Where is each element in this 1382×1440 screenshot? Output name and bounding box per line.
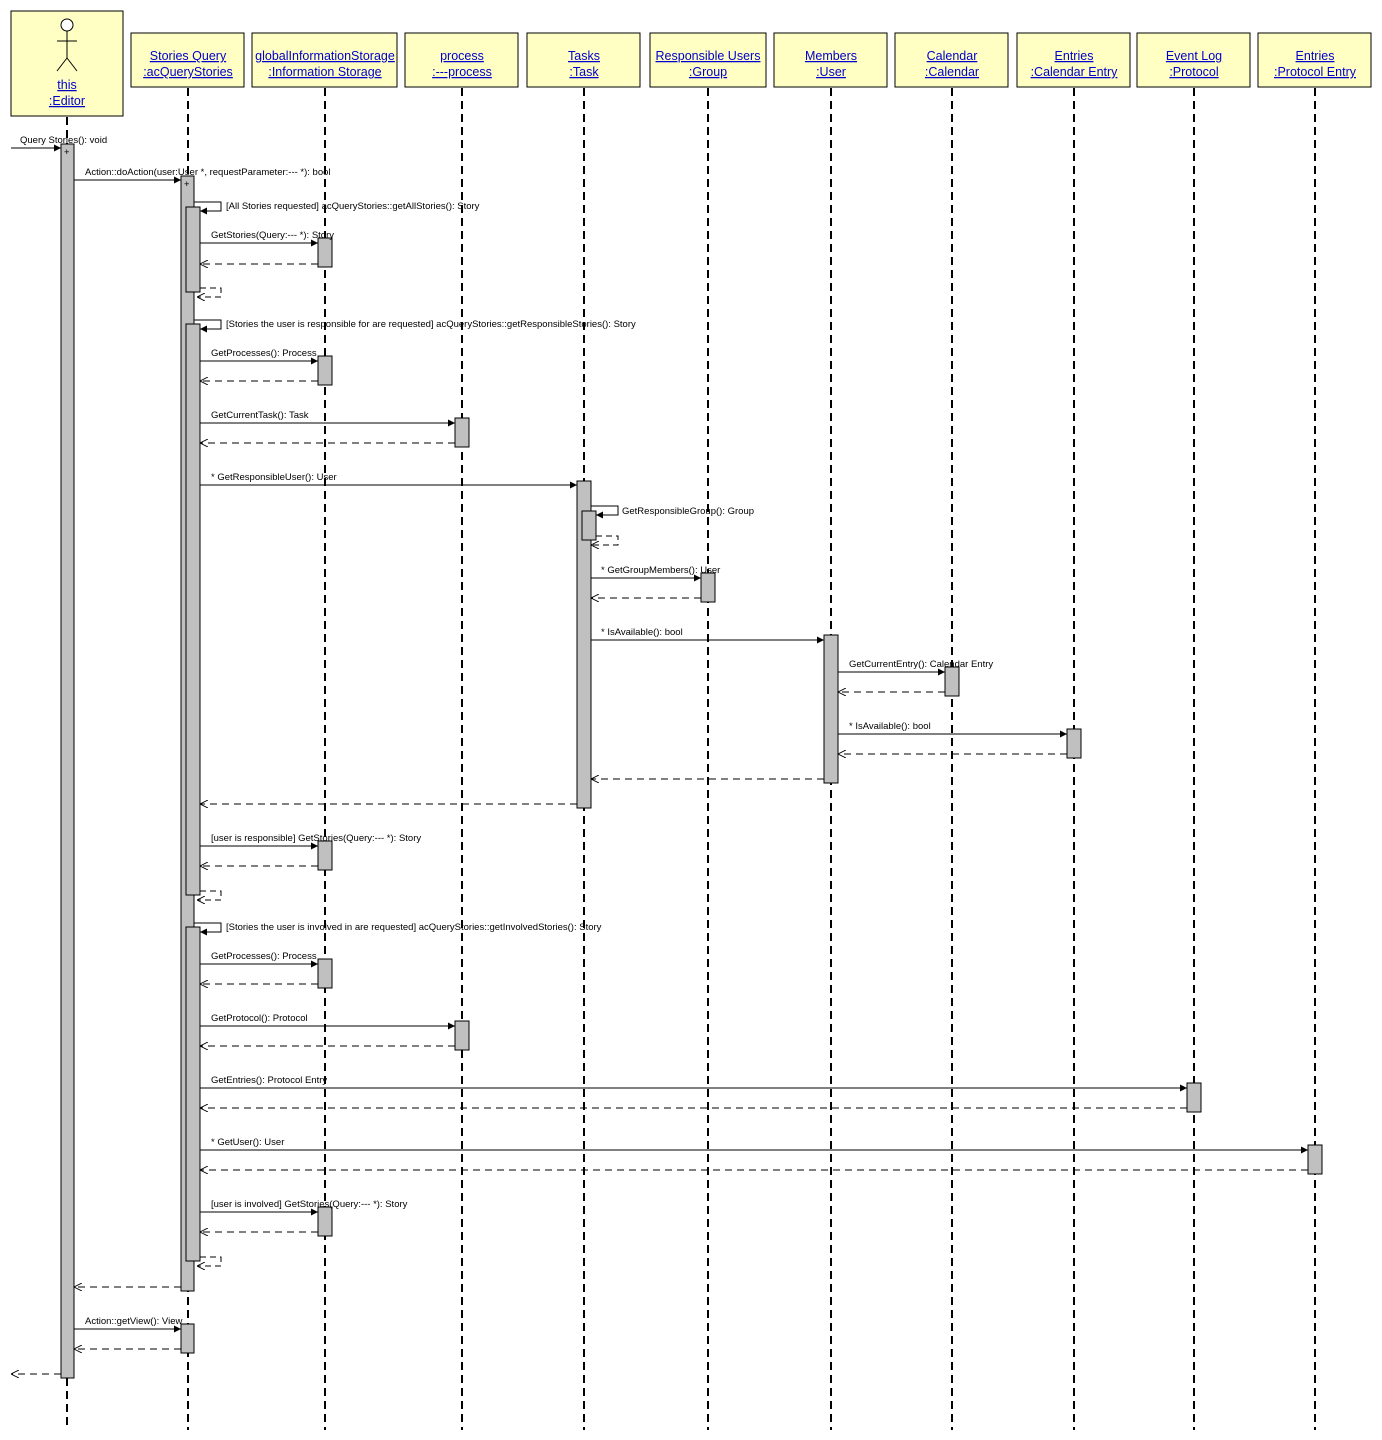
self-message-arrow [194,922,222,936]
activation-gis-5 [317,1206,333,1237]
message-label: [Stories the user is responsible for are… [226,319,636,330]
activation-actor [60,143,75,1379]
lifeline-name: process [440,49,484,63]
self-return-arrow [591,535,619,545]
self-return-arrow [197,890,222,900]
lifeline-header-cal: Calendar :Calendar [894,32,1009,88]
message-label: GetCurrentTask(): Task [211,410,309,421]
activation-proc-1 [454,417,470,448]
activation-sq-all [185,206,201,293]
lifeline-lines [66,88,1316,1430]
actor-type: :Editor [49,94,85,108]
activation-gis-1 [317,237,333,268]
activation-pe [1307,1144,1323,1175]
activation-el [1186,1082,1202,1113]
lifeline-name: Members [805,49,857,63]
lifeline-type: :Calendar [925,65,979,79]
lifeline-header-tasks: Tasks :Task [526,32,641,88]
self-message-arrow [194,319,222,333]
message-label: [user is responsible] GetStories(Query:-… [211,833,421,844]
lifeline-headers: Stories Query :acQueryStories globalInfo… [130,32,1372,88]
messages: Query Stories(): void Action::doAction(u… [11,135,1308,1374]
activation-sq-inv [185,926,201,1262]
lifeline-header-ru: Responsible Users :Group [649,32,767,88]
lifeline-type: :Group [689,65,727,79]
activation-tasks-group [581,510,597,541]
activation-sq-view [180,1323,195,1354]
activation-cal [944,666,960,697]
activation-ce [1066,728,1082,759]
lifeline-type: :acQueryStories [143,65,233,79]
self-message-arrow [591,505,619,519]
plus-marker-actor: + [64,147,70,158]
lifeline-type: :Protocol Entry [1274,65,1357,79]
lifeline-type: :Protocol [1169,65,1218,79]
lifeline-type: :---process [432,65,492,79]
message-label: * GetGroupMembers(): User [601,565,720,576]
activation-proc-2 [454,1020,470,1051]
plus-marker-sq: + [184,179,190,190]
self-message-arrow [194,201,222,215]
message-label: GetStories(Query:--- *): Story [211,230,334,241]
message-label: Action::getView(): View [85,1316,182,1327]
lifeline-header-mem: Members :User [773,32,888,88]
message-label: GetProcesses(): Process [211,348,317,359]
message-label: GetProtocol(): Protocol [211,1013,308,1024]
activation-gis-4 [317,958,333,989]
message-label: [user is involved] GetStories(Query:--- … [211,1199,408,1210]
message-label: Query Stories(): void [20,135,107,146]
message-label: GetProcesses(): Process [211,951,317,962]
lifeline-header-pe: Entries :Protocol Entry [1257,32,1372,88]
activation-tasks-main [576,480,592,809]
lifeline-type: :User [816,65,846,79]
activation-mem [823,634,839,784]
message-label: [Stories the user is involved in are req… [226,922,602,933]
lifeline-name: Event Log [1166,49,1222,63]
lifeline-name: Stories Query [150,49,227,63]
lifeline-header-gis: globalInformationStorage :Information St… [251,32,398,88]
actor-header: this :Editor [10,10,124,117]
activation-bars [60,143,1323,1379]
message-label: * IsAvailable(): bool [601,627,683,638]
message-label: Action::doAction(user:User *, requestPar… [85,167,331,178]
activation-gis-2 [317,355,333,386]
lifeline-header-sq: Stories Query :acQueryStories [130,32,245,88]
lifeline-name: Calendar [927,49,978,63]
lifeline-type: :Task [569,65,599,79]
message-label: * GetUser(): User [211,1137,284,1148]
lifeline-name: Responsible Users [656,49,761,63]
lifeline-type: :Calendar Entry [1031,65,1119,79]
self-return-arrow [197,287,222,297]
lifeline-header-proc: process :---process [404,32,519,88]
message-label: * IsAvailable(): bool [849,721,931,732]
lifeline-name: globalInformationStorage [255,49,395,63]
message-label: GetResponsibleGroup(): Group [622,506,754,517]
activation-ru [700,572,716,603]
lifeline-name: Entries [1055,49,1094,63]
message-label: GetEntries(): Protocol Entry [211,1075,327,1086]
lifeline-header-ce: Entries :Calendar Entry [1016,32,1131,88]
activation-gis-3 [317,840,333,871]
lifeline-header-el: Event Log :Protocol [1136,32,1251,88]
actor-name: this [57,78,76,92]
lifeline-type: :Information Storage [268,65,381,79]
self-return-arrow [197,1256,222,1266]
message-label: * GetResponsibleUser(): User [211,472,337,483]
message-label: [All Stories requested] acQueryStories::… [226,201,480,212]
message-label: GetCurrentEntry(): Calendar Entry [849,659,993,670]
activation-sq-resp [185,323,201,896]
stick-figure-icon [56,18,78,72]
lifeline-name: Tasks [568,49,600,63]
lifeline-name: Entries [1296,49,1335,63]
